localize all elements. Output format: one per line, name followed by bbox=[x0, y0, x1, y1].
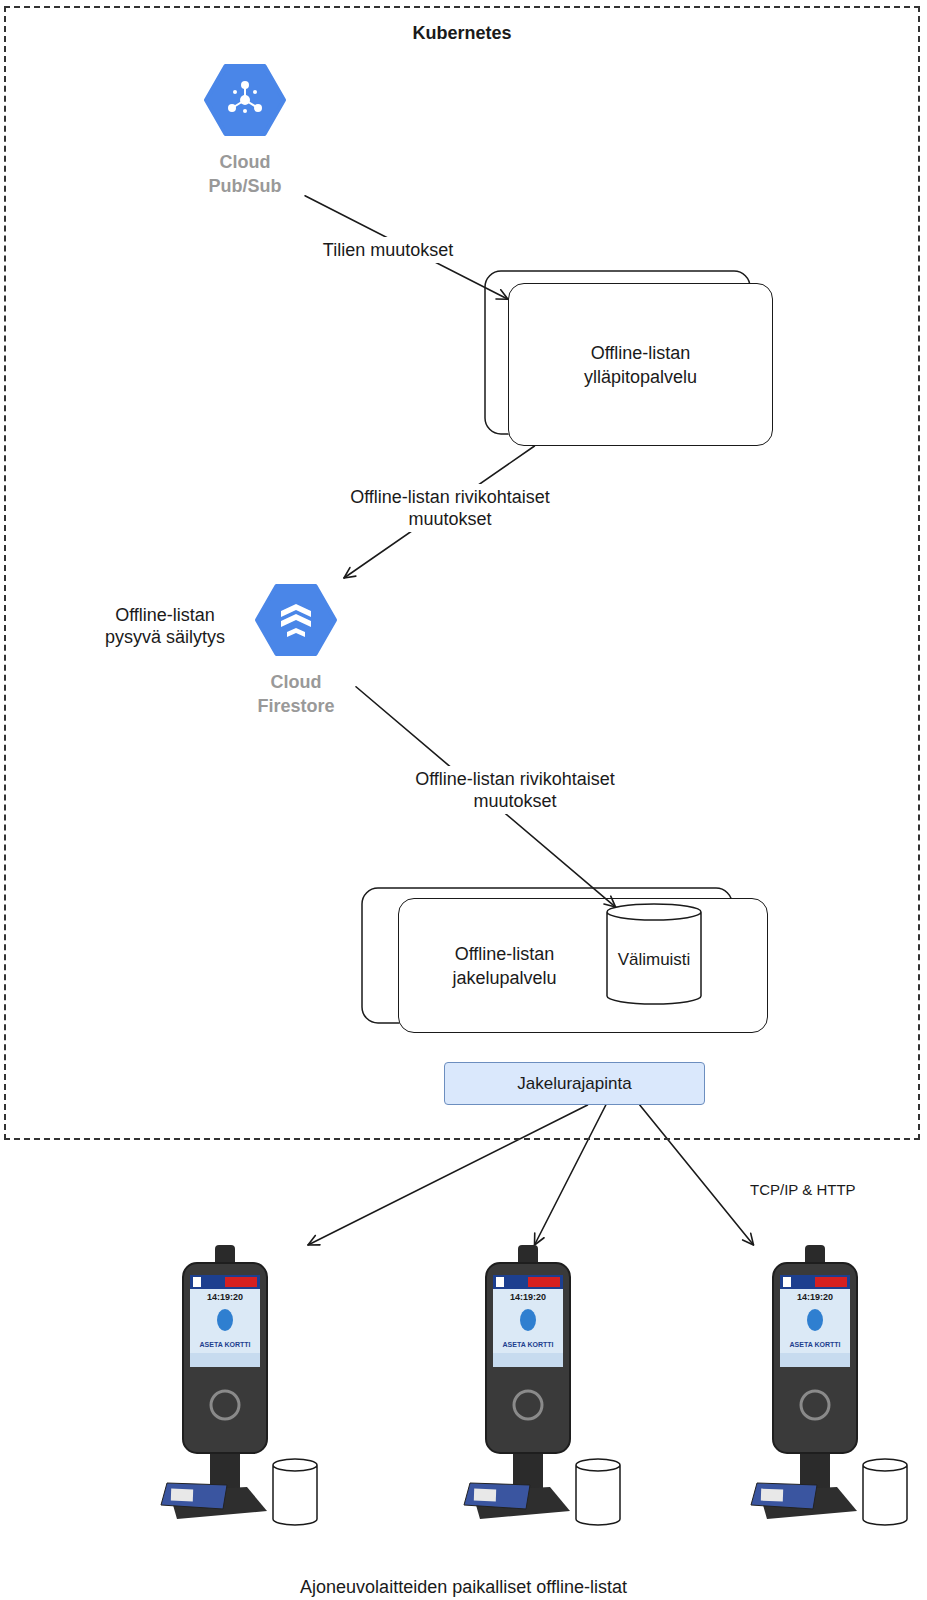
stacked-box-front bbox=[398, 898, 768, 1033]
arrow-head bbox=[743, 1233, 754, 1245]
cluster-region: KubernetesCloud Pub/SubOffline-listan yl… bbox=[4, 6, 920, 1140]
travel-card bbox=[464, 1483, 530, 1509]
device-illustration bbox=[745, 1245, 915, 1535]
cloud-service-icon: Cloud Pub/Sub bbox=[185, 58, 305, 203]
chevron bbox=[281, 614, 311, 627]
network-dot bbox=[253, 90, 257, 94]
network-dot bbox=[243, 109, 247, 113]
connector-line bbox=[640, 1105, 754, 1245]
local-list-cylinder bbox=[273, 1459, 317, 1525]
device-screen bbox=[493, 1275, 563, 1367]
screen-footer bbox=[780, 1353, 850, 1367]
screen-text: ASETA KORTTI bbox=[190, 1340, 260, 1350]
travel-card bbox=[751, 1483, 817, 1509]
arrow-head bbox=[496, 290, 508, 300]
reader-ring bbox=[514, 1391, 542, 1419]
screen-badge bbox=[528, 1277, 560, 1287]
region-title: Kubernetes bbox=[6, 22, 918, 44]
connector bbox=[305, 196, 508, 300]
screen-badge bbox=[496, 1277, 504, 1287]
service-name: Offline-listan jakelupalvelu bbox=[407, 942, 602, 990]
device-body bbox=[486, 1263, 570, 1453]
cylinder-shape bbox=[607, 904, 701, 1004]
service-box: Offline-listan jakelupalvelu Välimuisti bbox=[398, 898, 768, 1033]
hexagon bbox=[257, 586, 335, 654]
reader-ring bbox=[211, 1391, 239, 1419]
network-dot bbox=[228, 104, 236, 112]
screen-badge bbox=[193, 1277, 201, 1287]
service-name: Offline-listan ylläpitopalvelu bbox=[556, 341, 726, 389]
card-code bbox=[171, 1489, 193, 1502]
screen-footer bbox=[493, 1353, 563, 1367]
connector bbox=[640, 1105, 754, 1245]
pubsub-icon bbox=[185, 58, 305, 142]
screen-text: 14:19:20 bbox=[780, 1292, 850, 1302]
stacked-box-front bbox=[508, 283, 773, 446]
cloud-service-icon: Cloud Firestore bbox=[236, 578, 356, 723]
screen-header bbox=[780, 1275, 850, 1289]
arrow-head bbox=[344, 568, 356, 578]
arrow-head bbox=[535, 1233, 545, 1245]
service-name: Cloud Pub/Sub bbox=[198, 150, 293, 198]
screen-badge bbox=[225, 1277, 257, 1287]
screen-text: 14:19:20 bbox=[190, 1292, 260, 1302]
vehicle-device: 14:19:20ASETA KORTTI bbox=[155, 1245, 325, 1535]
screen-figure bbox=[520, 1309, 536, 1331]
screen-figure bbox=[807, 1309, 823, 1331]
card-code bbox=[761, 1489, 783, 1502]
connector-line bbox=[535, 1105, 606, 1245]
caption: Ajoneuvolaitteiden paikalliset offline-l… bbox=[0, 1576, 927, 1598]
reader-ring bbox=[801, 1391, 829, 1419]
connector-line bbox=[305, 196, 508, 300]
card-code bbox=[474, 1489, 496, 1502]
screen-badge bbox=[783, 1277, 791, 1287]
hexagon bbox=[206, 66, 284, 134]
device-screen bbox=[190, 1275, 260, 1367]
network-dot bbox=[240, 95, 250, 105]
screen-text: 14:19:20 bbox=[493, 1292, 563, 1302]
edge-label: Tilien muutokset bbox=[319, 237, 457, 263]
screen-text: ASETA KORTTI bbox=[780, 1340, 850, 1350]
edge-label: Offline-listan rivikohtaiset muutokset bbox=[339, 484, 562, 532]
arrow-head bbox=[308, 1235, 320, 1245]
network-dot bbox=[233, 90, 237, 94]
api-band: Jakelurajapinta bbox=[444, 1062, 705, 1105]
local-list-cylinder bbox=[863, 1459, 907, 1525]
screen-text: ASETA KORTTI bbox=[493, 1340, 563, 1350]
travel-card bbox=[161, 1483, 227, 1509]
device-screen bbox=[780, 1275, 850, 1367]
screen-footer bbox=[190, 1353, 260, 1367]
service-name: Cloud Firestore bbox=[249, 670, 344, 718]
network-dot bbox=[254, 104, 262, 112]
chevron bbox=[287, 628, 305, 637]
firestore-icon bbox=[236, 578, 356, 662]
vehicle-device: 14:19:20ASETA KORTTI bbox=[458, 1245, 628, 1535]
edge-label: Offline-listan rivikohtaiset muutokset bbox=[404, 766, 627, 814]
device-body bbox=[773, 1263, 857, 1453]
cache-cylinder: Välimuisti bbox=[606, 903, 702, 1005]
api-name: Jakelurajapinta bbox=[517, 1073, 631, 1095]
storage-note: Offline-listan pysyvä säilytys bbox=[95, 604, 235, 648]
vehicle-device: 14:19:20ASETA KORTTI bbox=[745, 1245, 915, 1535]
device-illustration bbox=[458, 1245, 628, 1535]
screen-figure bbox=[217, 1309, 233, 1331]
device-illustration bbox=[155, 1245, 325, 1535]
cache-name: Välimuisti bbox=[618, 949, 691, 971]
protocol-note: TCP/IP & HTTP bbox=[750, 1181, 880, 1199]
local-list-cylinder bbox=[576, 1459, 620, 1525]
screen-header bbox=[493, 1275, 563, 1289]
service-box: Offline-listan ylläpitopalvelu bbox=[508, 283, 773, 446]
screen-badge bbox=[815, 1277, 847, 1287]
screen-header bbox=[190, 1275, 260, 1289]
device-body bbox=[183, 1263, 267, 1453]
network-dot bbox=[241, 81, 249, 89]
connector bbox=[535, 1105, 606, 1245]
